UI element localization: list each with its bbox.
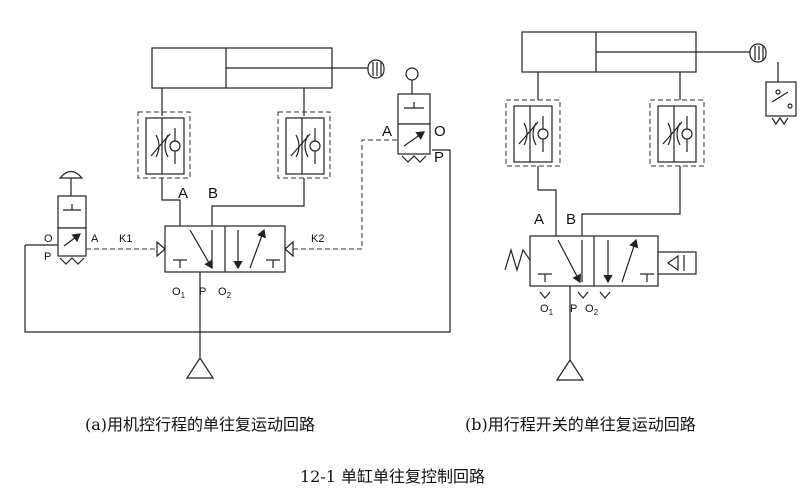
caption-a: (a)用机控行程的单往复运动回路: [85, 415, 316, 434]
flow-control-valve-left-b: [505, 99, 561, 167]
port-b-label-a: B: [208, 185, 218, 202]
cylinder-b: [521, 31, 767, 73]
flow-control-valve-left-a: [137, 111, 191, 179]
supply-p-label-b: P: [570, 303, 577, 315]
signal-k2-label: K2: [311, 233, 324, 245]
manual-valve-port-o: O: [44, 233, 53, 245]
flow-control-valve-right-a: [277, 111, 331, 179]
air-source-symbol-a: [185, 356, 215, 379]
exhaust-o2-label-b: O2: [585, 303, 599, 317]
port-b-label-b: B: [566, 211, 576, 228]
exhaust-o1-label-b: O1: [540, 303, 554, 317]
caption-b: (b)用行程开关的单往复运动回路: [465, 415, 696, 434]
exhaust-o2-label-a: O2: [218, 286, 232, 300]
manual-valve-port-p: P: [44, 251, 51, 263]
exhaust-o1-label-a: O1: [172, 286, 186, 300]
circuit-b: A B O1 P O2: [504, 31, 797, 381]
port-a-label-a: A: [178, 185, 188, 202]
supply-p-label-a: P: [199, 286, 206, 298]
roller-limit-valve-a: [397, 67, 431, 163]
flow-control-valve-right-b: [649, 99, 705, 167]
port-a-label-b: A: [534, 211, 544, 228]
manual-pilot-valve-a: [57, 170, 87, 265]
roller-valve-port-o: O: [434, 123, 446, 140]
circuit-a: A B O1 P O2: [24, 47, 451, 379]
limit-switch-b: [765, 62, 797, 126]
air-source-symbol-b: [555, 358, 585, 381]
figure-title: 12-1 单缸单往复控制回路: [300, 467, 486, 486]
roller-valve-port-p: P: [434, 149, 444, 166]
signal-k1-label: K1: [119, 233, 132, 245]
roller-valve-port-a: A: [382, 123, 392, 140]
main-directional-valve-a: [156, 225, 294, 273]
manual-valve-port-a: A: [91, 233, 99, 245]
main-directional-valve-b: [504, 235, 697, 287]
cylinder-a: [151, 47, 385, 89]
